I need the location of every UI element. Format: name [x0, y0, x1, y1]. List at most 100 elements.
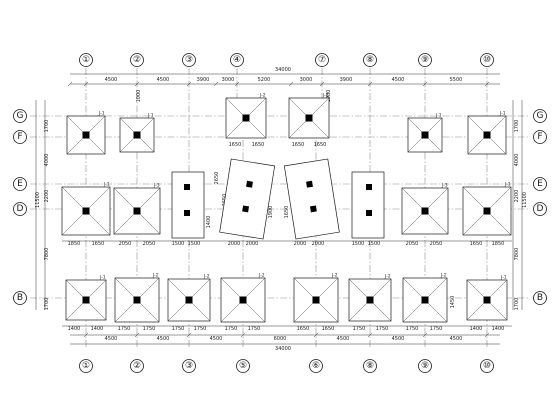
axis-label-top: ⑩: [483, 55, 491, 65]
footing-tag: J-3: [153, 183, 160, 189]
dim-footing-d: 1850: [68, 241, 81, 247]
axis-bubble-left: [13, 109, 27, 123]
dim-footing-b: 1750: [143, 326, 156, 332]
dim-footing-d: 1500: [368, 241, 381, 247]
axis-bubble-bottom: [418, 359, 432, 373]
column: [483, 296, 491, 304]
footing-tag: J-2: [331, 273, 338, 279]
footing-tag: J-2: [322, 93, 329, 99]
axis-label-right: D: [537, 204, 544, 214]
axis-bubble-bottom: [309, 359, 323, 373]
dim-tick: [83, 332, 89, 338]
dim-tick: [186, 81, 192, 87]
axis-label-bottom: ⑧: [366, 361, 374, 371]
dim-footing-d: 1500: [352, 241, 365, 247]
axis-label-top: ③: [185, 55, 193, 65]
footing-g-4: J-2: [225, 93, 267, 139]
dim-footing-b: 1750: [406, 326, 419, 332]
dim-tick: [186, 332, 192, 338]
dim-tick: [367, 332, 373, 338]
dim-tick: [134, 332, 140, 338]
dim-tick: [134, 81, 140, 87]
column: [246, 180, 253, 188]
dim-top-span: 4500: [392, 77, 405, 83]
axis-label-bottom: ①: [82, 361, 90, 371]
axis-label-left: F: [17, 132, 22, 142]
dim-footing-d: 2050: [143, 241, 156, 247]
column: [185, 296, 193, 304]
strip-outline: [351, 171, 385, 239]
dim-footing-b: 1750: [194, 326, 207, 332]
footing-d-1: J-1: [61, 182, 111, 236]
footing-tag: J-2: [440, 273, 447, 279]
axis-bubble-top: [79, 53, 93, 67]
axis-bubble-bottom: [182, 359, 196, 373]
skewed-footing-right: [283, 158, 340, 240]
axis-label-right: E: [537, 179, 543, 189]
skewed-footing-left: [219, 158, 276, 240]
axis-bubble-bottom: [79, 359, 93, 373]
dim-footing-b: 1650: [322, 326, 335, 332]
dim-footing-b: 1750: [376, 326, 389, 332]
dim-bottom-span: 4500: [392, 336, 405, 342]
dim-footing-d: 1500: [188, 241, 201, 247]
dim-bottom-span: 4500: [210, 336, 223, 342]
column: [421, 131, 429, 139]
column: [421, 207, 429, 215]
dim-tick: [484, 332, 490, 338]
dim-footing-f: 1650: [252, 142, 265, 148]
dim-footing-f: 1650: [292, 142, 305, 148]
column: [309, 205, 317, 213]
column: [306, 180, 313, 188]
footing-b-10: J-1: [466, 275, 508, 321]
axis-bubble-right: [533, 202, 547, 216]
axis-bubble-left: [13, 177, 27, 191]
strip-footing-3: [171, 171, 205, 239]
dim-footing-d: 2000: [294, 241, 307, 247]
dim-tick: [288, 81, 294, 87]
dim-footing-b: 1400: [91, 326, 104, 332]
footing-tag: J-2: [259, 93, 266, 99]
axis-bubble-top: [480, 53, 494, 67]
footing-f-2: J-1: [119, 113, 155, 153]
footing-f-1: J-1: [66, 111, 106, 155]
axis-bubble-bottom: [130, 359, 144, 373]
axis-label-bottom: ②: [133, 361, 141, 371]
dim-right: 1700: [514, 120, 520, 133]
dim-bottom-span: 4500: [450, 336, 463, 342]
column: [184, 210, 190, 216]
dim-footing-b: 1400: [470, 326, 483, 332]
footing-d-9: J-3: [401, 183, 449, 235]
dim-misc: 1000: [136, 90, 142, 103]
axis-bubble-left: [13, 202, 27, 216]
dim-tick: [367, 81, 373, 87]
axis-label-top: ⑦: [318, 55, 326, 65]
dim-misc: 1400: [206, 216, 212, 229]
dim-misc: 2650: [214, 172, 220, 185]
axis-bubble-right: [533, 177, 547, 191]
dim-left: 7800: [44, 248, 50, 261]
footing-b-2: J-2: [114, 273, 160, 323]
footing-b-8: J-2: [348, 274, 392, 322]
strip-footing-8: [351, 171, 385, 239]
axis-bubble-right: [533, 109, 547, 123]
axis-label-bottom: ⑩: [483, 361, 491, 371]
axis-label-left: E: [17, 179, 23, 189]
footing-tag: J-1: [504, 182, 511, 188]
dim-bottom-total: 34000: [275, 346, 291, 352]
column: [242, 205, 250, 213]
dim-misc: 1900: [268, 206, 274, 219]
dim-footing-b: 1400: [68, 326, 81, 332]
dim-tick: [422, 332, 428, 338]
dim-tick: [240, 332, 246, 338]
footing-tag: J-2: [384, 274, 391, 280]
dim-footing-b: 1650: [297, 326, 310, 332]
dim-bottom-span: 6000: [274, 336, 287, 342]
axis-bubble-top: [230, 53, 244, 67]
axis-bubble-top: [418, 53, 432, 67]
axis-label-bottom: ⑤: [239, 361, 247, 371]
dim-footing-d: 2050: [406, 241, 419, 247]
column: [312, 296, 320, 304]
footing-d-10: J-1: [462, 182, 512, 236]
